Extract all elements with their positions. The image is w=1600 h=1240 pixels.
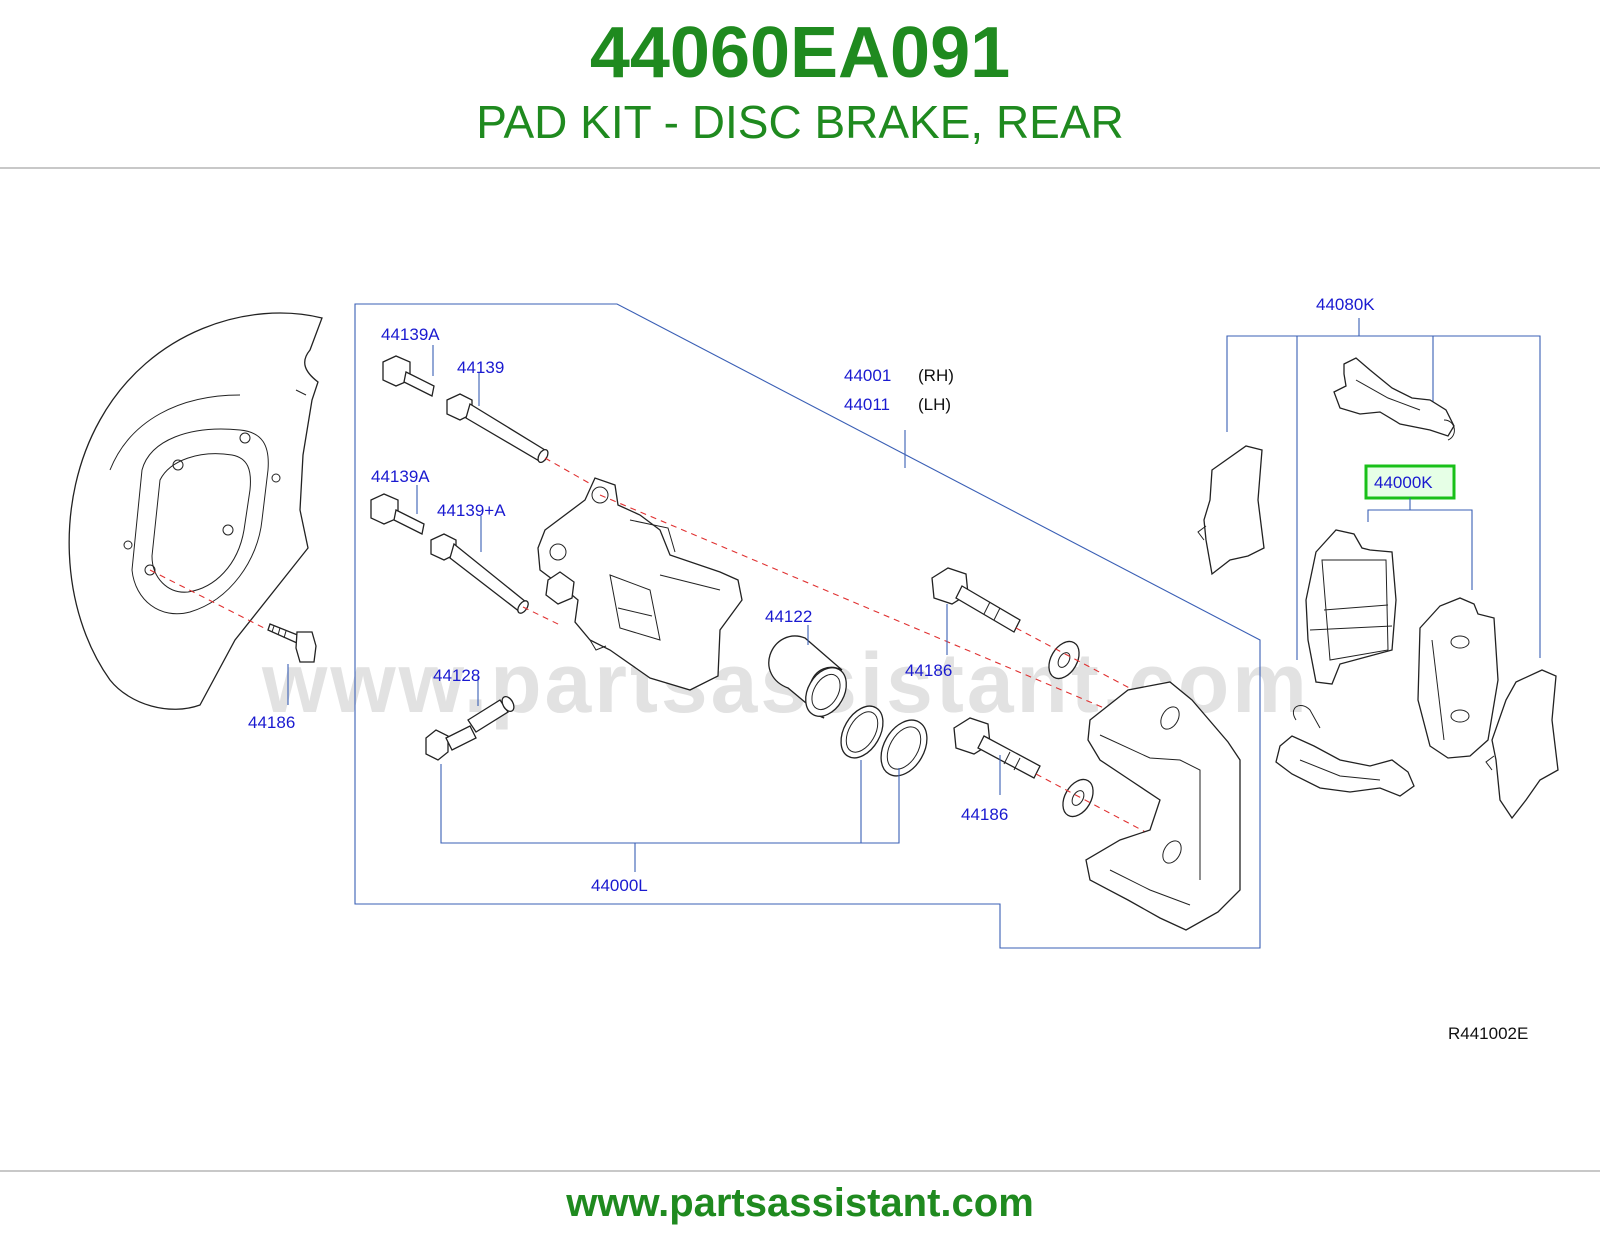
washer-upper [1048, 640, 1080, 680]
brake-pad-outer [1417, 597, 1499, 759]
callout-44139: 44139 [457, 358, 504, 377]
bleeder-44128 [425, 695, 515, 761]
backing-plate-axis [149, 569, 269, 631]
callout-44128: 44128 [433, 666, 480, 685]
footer-url[interactable]: www.partsassistant.com [566, 1181, 1034, 1225]
pad-shim-right [1485, 669, 1559, 820]
callout-44122: 44122 [765, 607, 812, 626]
callout-44080K: 44080K [1316, 295, 1375, 314]
callout-44139pA: 44139+A [437, 501, 506, 520]
guide-pin-axis-lower [522, 606, 561, 626]
bolt-44186-left [267, 623, 317, 663]
callout-44011-side: (LH) [918, 395, 951, 414]
callout-44000K: 44000K [1374, 473, 1433, 492]
callout-44186-upper: 44186 [905, 661, 952, 680]
callout-44000L: 44000L [591, 876, 648, 895]
guide-pin-44139 [446, 393, 549, 464]
callout-44001: 44001 [844, 366, 891, 385]
bolt-44186-lower [953, 717, 1041, 779]
callout-44011: 44011 [844, 395, 890, 414]
callout-44139A-mid: 44139A [371, 467, 430, 486]
guide-pin-axis-upper [544, 457, 611, 496]
caliper-axis [599, 494, 1181, 741]
part-description: PAD KIT - DISC BRAKE, REAR [476, 96, 1124, 148]
caliper-assembly-frame [354, 303, 1261, 949]
callout-44001-side: (RH) [918, 366, 954, 385]
leader-44000K [1367, 498, 1473, 590]
anti-rattle-clip-bottom [1275, 705, 1415, 797]
pad-shim-left [1197, 445, 1265, 576]
diagram-code: R441002E [1448, 1024, 1528, 1043]
washer-lower [1062, 778, 1094, 818]
bolt-44139A-top [382, 355, 435, 397]
piston-seal-ring [840, 705, 884, 759]
caliper-bracket [1085, 681, 1241, 931]
footer-divider [0, 1170, 1600, 1172]
piston-boot-ring [880, 719, 928, 777]
caliper-body [537, 477, 743, 691]
bolt-44139A-mid [370, 493, 425, 535]
leader-44080K [1226, 318, 1541, 660]
part-number-title: 44060EA091 [589, 13, 1011, 93]
leader-44000L [440, 760, 900, 872]
callout-44186-left: 44186 [248, 713, 295, 732]
callout-44139A-top: 44139A [381, 325, 440, 344]
callout-44000K-highlight [1364, 464, 1456, 500]
backing-plate [68, 312, 323, 710]
piston-44122 [768, 635, 847, 719]
callout-44186-lower: 44186 [961, 805, 1008, 824]
header-divider [0, 167, 1600, 169]
brake-pad-inner [1305, 529, 1397, 685]
anti-rattle-clip-top [1333, 357, 1455, 441]
bolt-44186-upper [931, 567, 1021, 633]
